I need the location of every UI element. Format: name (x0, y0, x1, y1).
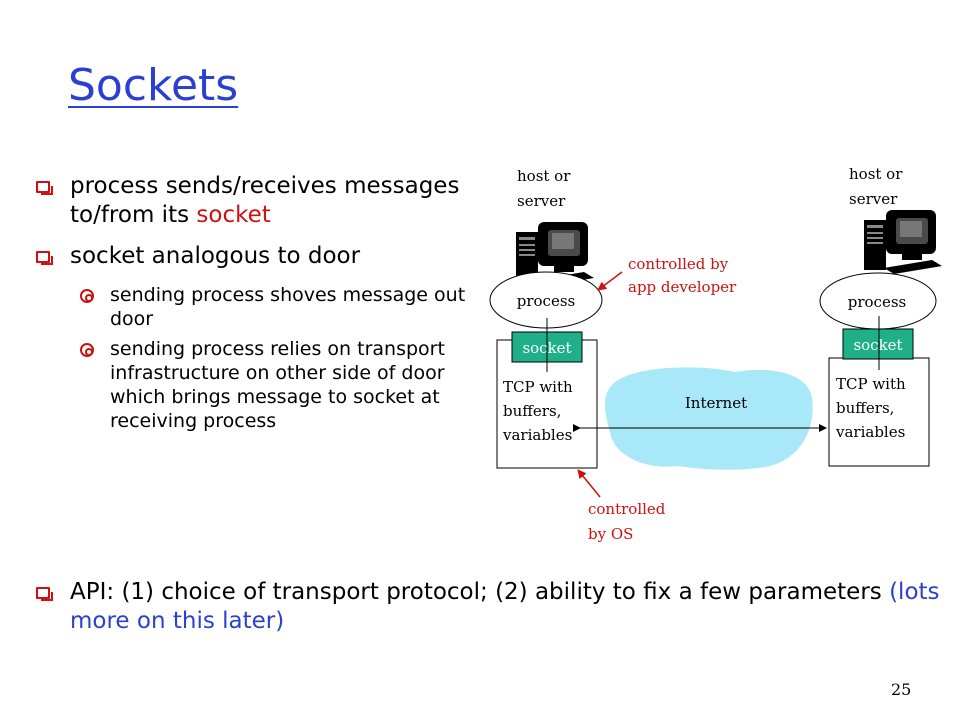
tcp-label-left-3: variables (502, 426, 572, 444)
internet-cloud (604, 367, 813, 470)
host-label-line1: host or (517, 167, 571, 185)
bullet-process-sends: process sends/receives messages to/from … (36, 172, 476, 230)
socket-box-right (842, 328, 914, 360)
tcp-label-left-1: TCP with (503, 378, 573, 396)
bullet-socket-analogous: socket analogous to door (36, 242, 476, 271)
tcp-label-right-3: variables (835, 423, 905, 441)
bullet-text: API: (1) choice of transport protocol; (… (70, 579, 890, 605)
host-label-line2: server (849, 190, 898, 208)
process-label-right: process (848, 293, 906, 311)
socket-highlight: socket (196, 202, 271, 228)
sub-bullet-text: sending process relies on transport infr… (110, 338, 445, 432)
page-number: 25 (891, 680, 912, 699)
bullet-list: process sends/receives messages to/from … (36, 172, 476, 439)
bullet-text: socket analogous to door (70, 243, 361, 269)
host-label-line2: server (517, 192, 566, 210)
sub-bullet-marker-icon (80, 343, 94, 357)
sub-bullet-relies: sending process relies on transport infr… (80, 337, 476, 433)
bullet-marker-icon (36, 587, 53, 601)
later-highlight: (lots more on this later) (70, 579, 940, 634)
sub-bullet-text: sending process shoves message out door (110, 284, 466, 330)
app-developer-label-1: controlled by (628, 255, 729, 273)
os-label-2: by OS (588, 525, 633, 543)
bullet-api: API: (1) choice of transport protocol; (… (36, 578, 950, 636)
computer-icon (864, 210, 942, 274)
bullet-marker-icon (36, 251, 53, 265)
os-label-1: controlled (588, 500, 666, 518)
tcp-label-left-2: buffers, (503, 402, 561, 420)
app-developer-label-2: app developer (628, 278, 737, 296)
host-label-line1: host or (849, 165, 903, 183)
app-developer-arrow (597, 271, 623, 291)
bullet-marker-icon (36, 181, 53, 195)
os-arrow (577, 469, 601, 498)
internet-label: Internet (685, 394, 747, 412)
sub-bullet-shoves: sending process shoves message out door (80, 283, 476, 331)
sub-bullet-marker-icon (80, 289, 94, 303)
computer-icon (516, 222, 594, 286)
process-label-left: process (517, 292, 575, 310)
tcp-label-right-2: buffers, (836, 399, 894, 417)
process-ellipse-left (489, 271, 603, 329)
tcp-box-right (828, 357, 930, 467)
bullet-text: process sends/receives messages to/from … (70, 173, 460, 228)
socket-label-right: socket (853, 336, 902, 354)
slide-title: Sockets (68, 60, 239, 111)
tcp-label-right-1: TCP with (836, 375, 906, 393)
